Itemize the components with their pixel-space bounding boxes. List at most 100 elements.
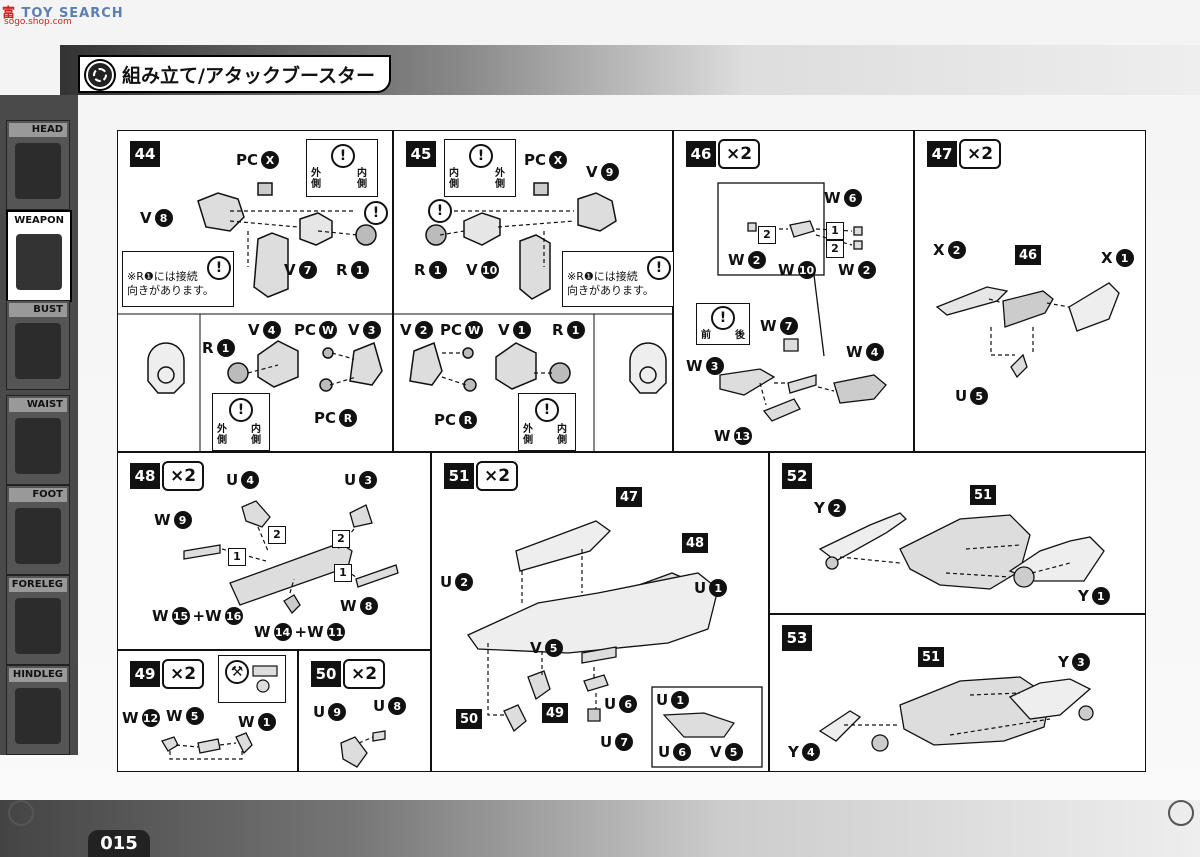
part-number-badge: 8	[154, 209, 173, 227]
caution-box: ! 外 側 内 側	[306, 139, 378, 197]
caution-box: ! 外 側 内 側	[212, 393, 270, 451]
step-number: 49	[130, 661, 160, 687]
part-runner-letter: +W	[294, 623, 324, 641]
annotation-text: 内 側	[449, 168, 459, 190]
sequence-number-badge: 2	[758, 225, 776, 244]
multiplier-badge: ×2	[959, 139, 1002, 169]
multiplier-badge: ×2	[162, 659, 205, 689]
part-runner-letter: W	[154, 511, 171, 529]
part-number-badge: 3	[1071, 653, 1090, 671]
caution-icon: !	[207, 256, 231, 280]
gear-icon	[86, 61, 114, 89]
sidebar-tab-foot[interactable]: FOOT	[6, 485, 70, 575]
note-box: ※R❶には接続 向きがあります。 !	[122, 251, 234, 307]
sidebar-tab-hindleg[interactable]: HINDLEG	[6, 665, 70, 755]
part-number-badge: 10	[797, 261, 816, 279]
part-runner-letter: R	[202, 339, 214, 357]
caution-box: ! 内 側 外 側	[444, 139, 516, 197]
part-number-badge: 1	[216, 339, 235, 357]
part-number-badge: 5	[724, 743, 743, 761]
part-runner-letter: U	[604, 695, 617, 713]
part-diagram	[935, 282, 1120, 379]
part-runner-letter: W	[340, 597, 357, 615]
tool-box: ⚒	[218, 655, 286, 703]
part-runner-letter: W	[152, 607, 169, 625]
part-number-badge: 1	[1115, 249, 1134, 267]
annotation-text: ※R❶には接続 向きがあります。	[567, 270, 654, 297]
note-box: ※R❶には接続 向きがあります。 !	[562, 251, 674, 307]
part-runner-letter: V	[466, 261, 478, 279]
caution-icon: !	[428, 199, 452, 223]
part-number-badge: 7	[779, 317, 798, 335]
part-number-badge: 7	[615, 733, 634, 751]
part-runner-letter: W	[760, 317, 777, 335]
part-number-badge: 4	[241, 471, 260, 489]
part-runner-letter: X	[933, 241, 945, 259]
part-number-badge: 13	[733, 427, 752, 445]
part-runner-letter: W	[166, 707, 183, 725]
sequence-number-badge: 1	[228, 547, 246, 566]
part-runner-letter: W	[122, 709, 139, 727]
multiplier-badge: ×2	[476, 461, 519, 491]
corner-circle-icon	[8, 800, 34, 826]
sidebar-tab-weapon[interactable]: WEAPON	[6, 210, 72, 302]
sidebar-tab-waist[interactable]: WAIST	[6, 395, 70, 485]
sequence-number-badge: 2	[332, 529, 350, 548]
caution-icon: !	[711, 306, 735, 330]
part-runner-letter: V	[530, 639, 542, 657]
part-runner-letter: W	[728, 251, 745, 269]
sidebar-tab-head[interactable]: HEAD	[6, 120, 70, 210]
part-number-badge: 6	[843, 189, 862, 207]
annotation-text: 内 側	[557, 424, 567, 446]
part-number-badge: 2	[827, 499, 846, 517]
weapon-icon	[16, 234, 62, 290]
annotation-text: 内 側	[251, 424, 261, 446]
part-number-badge: 1	[566, 321, 585, 339]
part-number-badge: 12	[141, 709, 160, 727]
part-number-badge: 1	[350, 261, 369, 279]
footer-band	[0, 800, 1200, 857]
part-number-badge: 5	[185, 707, 204, 725]
part-diagram	[818, 676, 1094, 752]
part-runner-letter: R	[336, 261, 348, 279]
bust-icon	[15, 323, 61, 379]
part-runner-letter: U	[373, 697, 386, 715]
part-number-badge: 3	[705, 357, 724, 375]
step-reference: 51	[918, 647, 944, 667]
part-runner-letter: V	[710, 743, 722, 761]
part-number-badge: 4	[865, 343, 884, 361]
sidebar-tab-foreleg[interactable]: FORELEG	[6, 575, 70, 665]
sidebar-tab-bust[interactable]: BUST	[6, 300, 70, 390]
annotation-text: ※R❶には接続 向きがあります。	[127, 270, 214, 297]
part-diagram	[818, 512, 1105, 590]
part-runner-letter: W	[238, 713, 255, 731]
caution-box: ! 前 後	[696, 303, 750, 345]
part-runner-letter: U	[694, 579, 707, 597]
part-runner-letter: PC	[314, 409, 337, 427]
